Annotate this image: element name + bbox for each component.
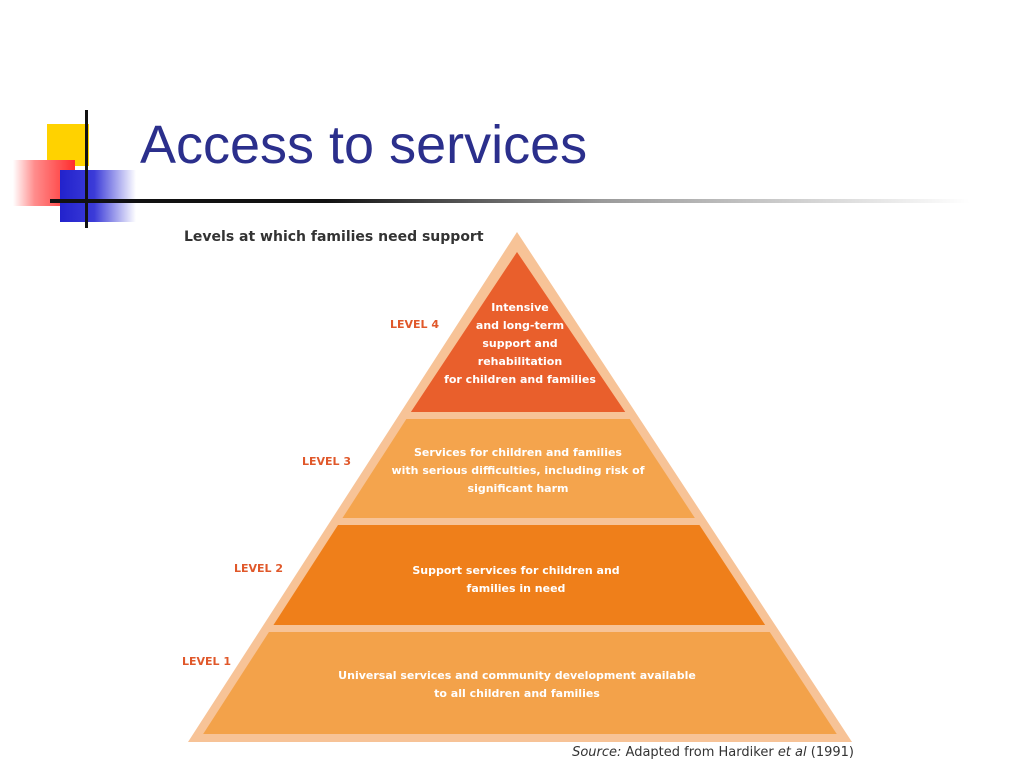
- title-rule: [50, 199, 970, 203]
- level-2-line: Support services for children and: [412, 564, 620, 577]
- pyramid-tier-level-2: [273, 525, 766, 625]
- level-3-line: Services for children and families: [414, 446, 622, 459]
- level-3-line: with serious difficulties, including ris…: [391, 464, 645, 477]
- figure-heading: Levels at which families need support: [184, 229, 484, 245]
- pyramid-tier-level-4: [410, 252, 626, 412]
- source-main: Adapted from Hardiker: [625, 745, 774, 760]
- level-2-description: Support services for children and famili…: [412, 562, 619, 598]
- level-3-label: LEVEL 3: [302, 455, 352, 468]
- level-2-line: families in need: [466, 582, 566, 595]
- source-prefix: Source:: [572, 745, 622, 760]
- pyramid-tier-level-1: [203, 632, 837, 734]
- level-4-label: LEVEL 4: [390, 318, 440, 331]
- level-4-line: and long-term: [475, 319, 565, 332]
- pyramid-tier-level-3: [342, 419, 695, 518]
- level-3-description: Services for children and families with …: [391, 444, 644, 498]
- figure-source: Source: Adapted from Hardiker et al (199…: [572, 745, 854, 760]
- slide-title: Access to services: [140, 115, 588, 175]
- logo-yellow-square: [47, 124, 89, 166]
- level-1-label: LEVEL 1: [182, 655, 232, 668]
- level-4-line: Intensive: [491, 301, 549, 314]
- logo-vertical-line: [85, 110, 88, 228]
- level-4-line: rehabilitation: [477, 355, 563, 368]
- level-2-label: LEVEL 2: [234, 562, 284, 575]
- source-year: (1991): [810, 745, 854, 760]
- level-4-line: support and: [482, 337, 558, 350]
- level-3-line: significant harm: [467, 482, 569, 495]
- level-4-description: Intensive and long-term support and reha…: [444, 299, 596, 389]
- slide-logo: [0, 100, 150, 230]
- source-etal: et al: [777, 745, 807, 760]
- level-1-line: to all children and families: [434, 687, 600, 700]
- level-1-description: Universal services and community develop…: [338, 667, 696, 703]
- level-1-line: Universal services and community develop…: [338, 669, 696, 682]
- logo-blue-square: [60, 170, 136, 222]
- level-4-line: for children and families: [444, 373, 596, 386]
